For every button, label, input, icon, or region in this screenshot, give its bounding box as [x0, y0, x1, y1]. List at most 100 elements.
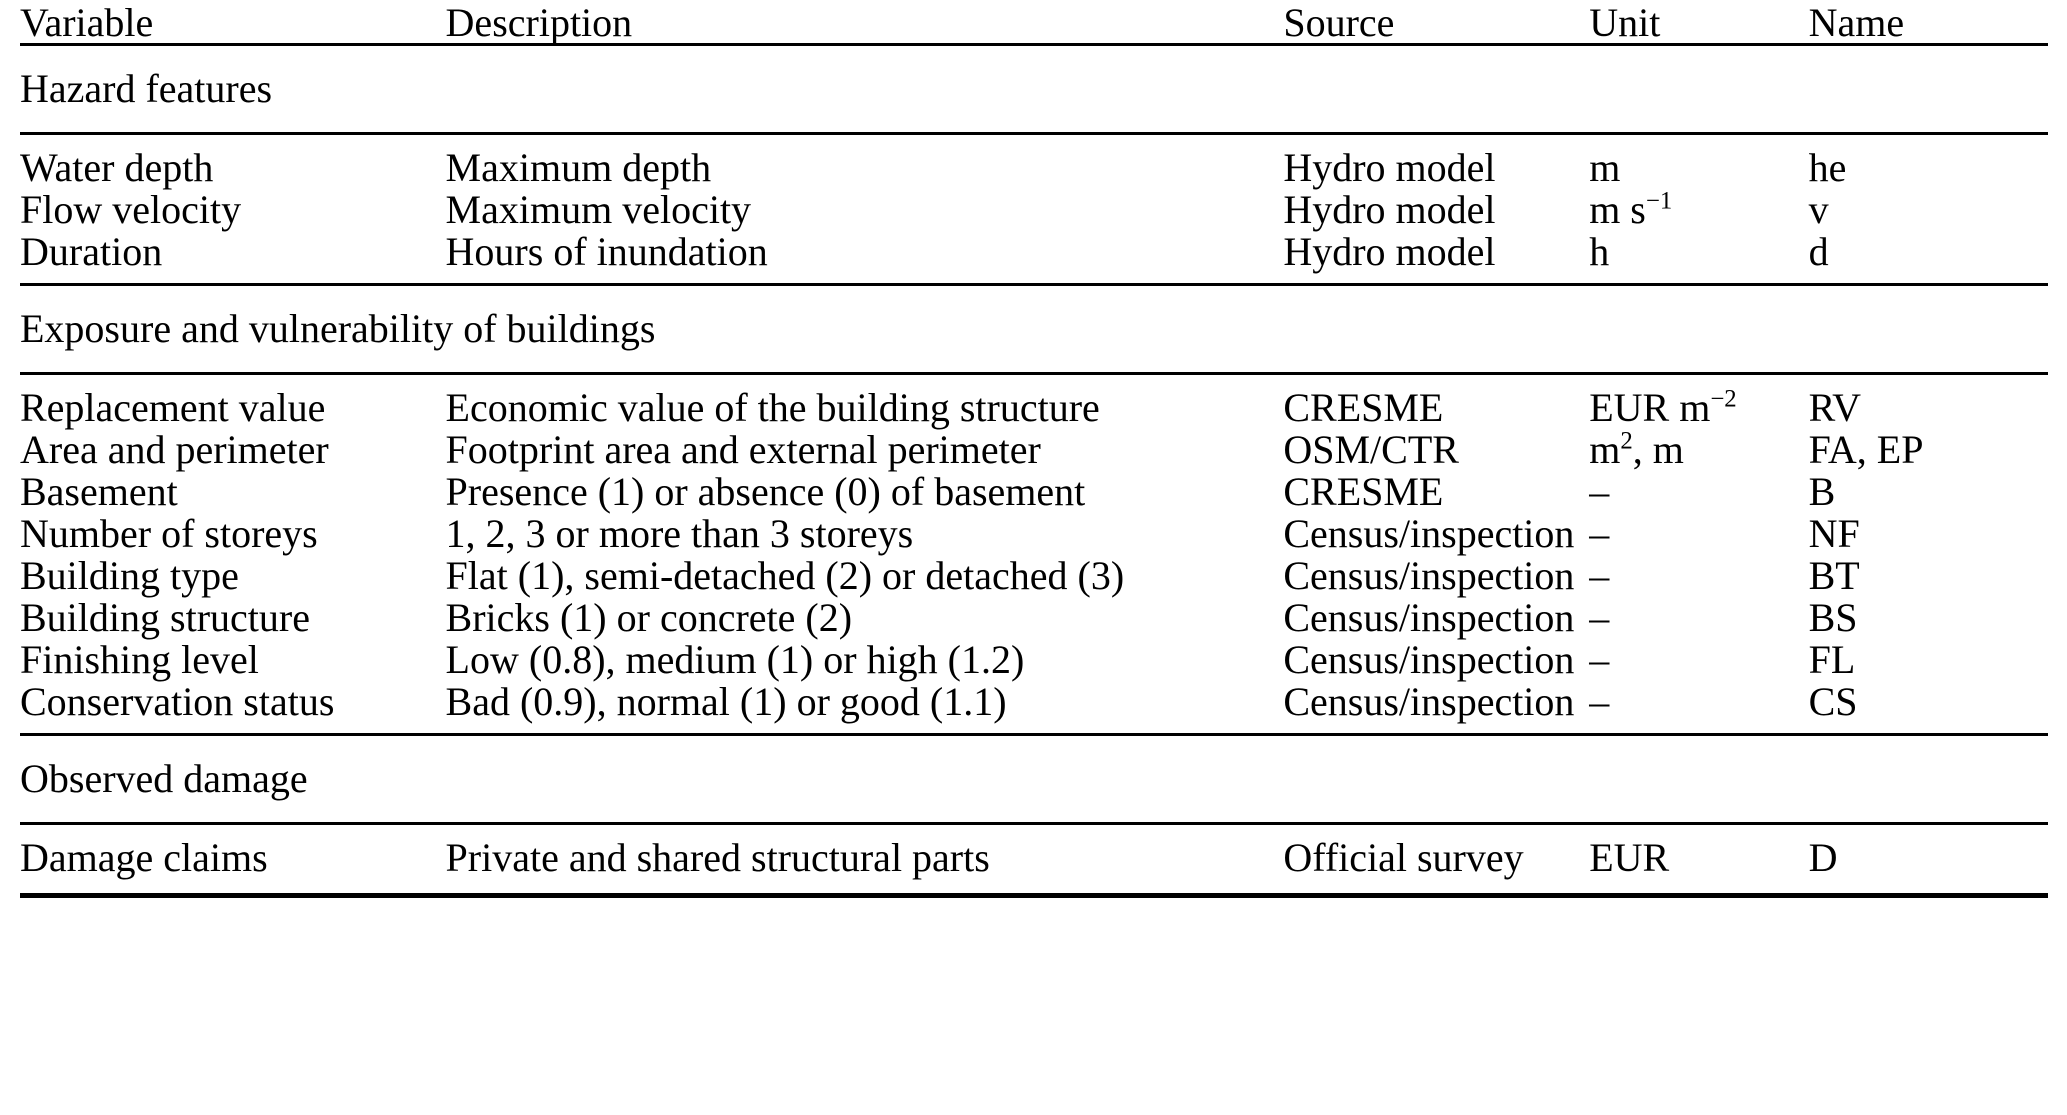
cell-unit: h — [1589, 231, 1808, 285]
cell-variable: Building structure — [20, 595, 310, 640]
table-row: Water depth Maximum depth Hydro model m … — [20, 132, 2048, 190]
table-row: Finishing level Low (0.8), medium (1) or… — [20, 639, 2048, 681]
bottom-rule-cell — [1589, 893, 1809, 900]
unit-base: EUR m — [1589, 385, 1711, 430]
unit-base: – — [1589, 469, 1610, 514]
unit-base: – — [1589, 553, 1610, 598]
cell-source: OSM/CTR — [1283, 427, 1459, 472]
cell-source: Census/inspection — [1283, 511, 1575, 556]
cell-description: 1, 2, 3 or more than 3 storeys — [445, 511, 914, 556]
cell-variable: Water depth — [20, 132, 446, 189]
cell-variable: Area and perimeter — [20, 427, 329, 472]
cell-source: CRESME — [1283, 372, 1590, 429]
table-row: Building structure Bricks (1) or concret… — [20, 597, 2048, 639]
cell-description: Private and shared structural parts — [445, 822, 1284, 896]
cell-source: Official survey — [1283, 822, 1590, 896]
bottom-rule-cell — [1808, 893, 2048, 900]
table-header: Variable Description Source Unit Name — [20, 3, 2048, 45]
unit-base: m — [1589, 427, 1621, 472]
unit-base: m — [1589, 145, 1621, 190]
cell-name: CS — [1808, 679, 1858, 724]
unit-base: EUR — [1589, 835, 1670, 880]
column-header-name: Name — [1808, 0, 1905, 45]
cell-name: BS — [1808, 595, 1858, 640]
unit-base: – — [1589, 511, 1610, 556]
cell-name: RV — [1808, 372, 2048, 429]
bottom-rule-cell — [445, 893, 1284, 900]
cell-source: CRESME — [1283, 469, 1444, 514]
table-row: Number of storeys 1, 2, 3 or more than 3… — [20, 513, 2048, 555]
cell-name: he — [1808, 132, 2048, 189]
cell-variable: Flow velocity — [20, 187, 242, 232]
unit-exponent: −1 — [1645, 187, 1673, 215]
unit-base: h — [1589, 229, 1610, 274]
cell-name: B — [1808, 469, 1836, 514]
cell-name: D — [1808, 822, 2048, 896]
table-row: Replacement value Economic value of the … — [20, 372, 2048, 430]
cell-unit: – — [1589, 597, 1808, 639]
table-container: Variable Description Source Unit Name Ha… — [0, 3, 2067, 1115]
cell-unit: m — [1589, 132, 1809, 190]
cell-source: Census/inspection — [1283, 679, 1575, 724]
cell-description: Bad (0.9), normal (1) or good (1.1) — [445, 679, 1007, 724]
table-row: Basement Presence (1) or absence (0) of … — [20, 471, 2048, 513]
cell-name: FL — [1808, 637, 1856, 682]
cell-description: Maximum velocity — [445, 187, 752, 232]
unit-base: m s — [1589, 187, 1646, 232]
cell-source: Census/inspection — [1283, 637, 1575, 682]
cell-name: BT — [1808, 553, 1860, 598]
cell-variable: Finishing level — [20, 637, 259, 682]
cell-name: NF — [1808, 511, 1860, 556]
cell-variable: Basement — [20, 469, 178, 514]
cell-unit: – — [1589, 639, 1808, 681]
cell-name: v — [1808, 187, 1829, 232]
unit-tail: , m — [1632, 427, 1684, 472]
unit-base: – — [1589, 679, 1610, 724]
cell-unit: EUR — [1589, 822, 1809, 896]
section-title-observed-damage: Observed damage — [20, 733, 2048, 824]
column-header-description: Description — [445, 0, 633, 45]
unit-exponent: −2 — [1710, 385, 1737, 413]
cell-variable: Damage claims — [20, 822, 446, 896]
cell-variable: Duration — [20, 229, 163, 274]
cell-variable: Conservation status — [20, 679, 335, 724]
section-title-row: Exposure and vulnerability of buildings — [20, 283, 2048, 374]
cell-description: Bricks (1) or concrete (2) — [445, 595, 853, 640]
cell-source: Census/inspection — [1283, 553, 1575, 598]
section-title-row: Hazard features — [20, 43, 2048, 134]
section-title-row: Observed damage — [20, 733, 2048, 824]
cell-variable: Building type — [20, 553, 239, 598]
bottom-rule-cell — [1283, 893, 1590, 900]
cell-unit: EUR m−2 — [1589, 372, 1809, 430]
cell-description: Economic value of the building structure — [445, 372, 1284, 429]
unit-exponent: 2 — [1620, 427, 1633, 455]
table-row: Conservation status Bad (0.9), normal (1… — [20, 681, 2048, 735]
cell-source: Hydro model — [1283, 229, 1496, 274]
table-body: Hazard features Water depth Maximum dept… — [20, 43, 2048, 900]
cell-unit: – — [1589, 681, 1808, 735]
section-title-hazard: Hazard features — [20, 43, 2048, 134]
cell-source: Hydro model — [1283, 132, 1590, 189]
column-header-source: Source — [1283, 0, 1395, 45]
cell-unit: m2, m — [1589, 429, 1808, 471]
cell-name: FA, EP — [1808, 427, 1924, 472]
cell-name: d — [1808, 229, 1829, 274]
cell-unit: – — [1589, 513, 1808, 555]
table-row: Building type Flat (1), semi-detached (2… — [20, 555, 2048, 597]
cell-description: Maximum depth — [445, 132, 1284, 189]
cell-variable: Number of storeys — [20, 511, 318, 556]
table-row: Area and perimeter Footprint area and ex… — [20, 429, 2048, 471]
cell-description: Presence (1) or absence (0) of basement — [445, 469, 1086, 514]
cell-source: Hydro model — [1283, 187, 1496, 232]
cell-description: Hours of inundation — [445, 229, 768, 274]
cell-description: Flat (1), semi-detached (2) or detached … — [445, 553, 1125, 598]
bottom-rule-cell — [20, 893, 446, 900]
cell-description: Low (0.8), medium (1) or high (1.2) — [445, 637, 1025, 682]
header-row: Variable Description Source Unit Name — [20, 3, 2048, 45]
table-row: Duration Hours of inundation Hydro model… — [20, 231, 2048, 285]
column-header-variable: Variable — [20, 0, 154, 45]
section-title-exposure: Exposure and vulnerability of buildings — [20, 283, 2048, 374]
bottom-rule-row — [20, 893, 2048, 900]
variable-description-table: Variable Description Source Unit Name Ha… — [20, 3, 2048, 900]
cell-unit: – — [1589, 555, 1808, 597]
